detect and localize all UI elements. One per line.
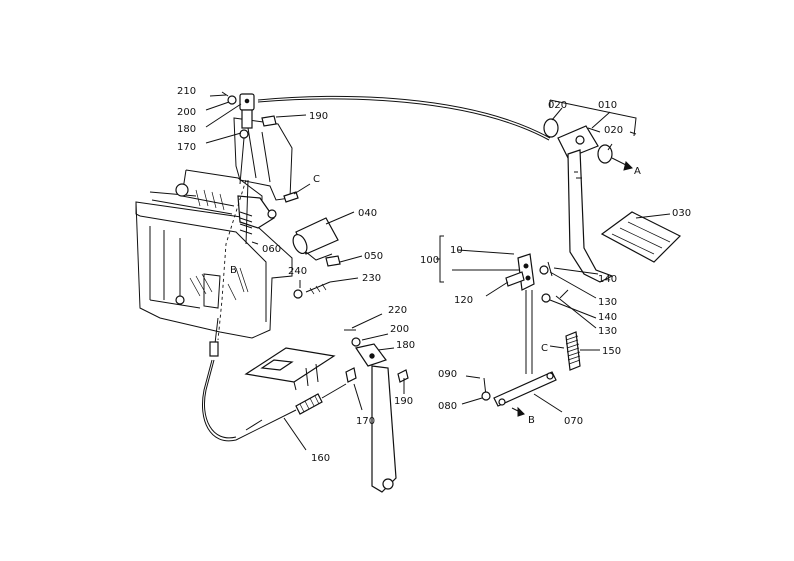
label-230: 230 <box>362 273 381 284</box>
label-200-upper: 200 <box>177 107 196 118</box>
label-190-upper: 190 <box>309 111 328 122</box>
label-140-lower: 140 <box>598 312 617 323</box>
label-140-upper: 140 <box>598 274 617 285</box>
label-100: 100 <box>420 255 439 266</box>
label-220: 220 <box>388 305 407 316</box>
label-070: 070 <box>564 416 583 427</box>
label-130-lower: 130 <box>598 326 617 337</box>
return-spring-150 <box>549 331 600 371</box>
label-c-right: C <box>541 343 548 354</box>
label-210: 210 <box>177 86 196 97</box>
pedal-assembly <box>543 99 682 283</box>
bolt-230 <box>293 277 359 299</box>
label-010: 010 <box>598 100 617 111</box>
label-190-lower: 190 <box>394 396 413 407</box>
label-080: 080 <box>438 401 457 412</box>
label-180-upper: 180 <box>177 124 196 135</box>
part-labels: 210 200 180 170 190 C 060 B 040 050 240 … <box>177 86 691 464</box>
label-10: 10 <box>450 245 463 256</box>
label-200-lower: 200 <box>390 324 409 335</box>
lever-arm <box>344 313 409 493</box>
link-rod-070 <box>461 371 563 417</box>
cylinder-040 <box>292 211 355 261</box>
label-180-lower: 180 <box>396 340 415 351</box>
label-b-left: B <box>230 265 237 276</box>
control-cable-160 <box>202 317 347 451</box>
label-030: 030 <box>672 208 691 219</box>
upper-clevis-link <box>205 91 307 185</box>
label-090: 090 <box>438 369 457 380</box>
label-060: 060 <box>262 244 281 255</box>
frame-housing <box>135 117 293 339</box>
label-160: 160 <box>311 453 330 464</box>
spring-060 <box>239 179 259 245</box>
bolt-c-upper <box>283 183 311 203</box>
label-020-lower: 020 <box>604 125 623 136</box>
label-c-upper: C <box>313 174 320 185</box>
cable-upper <box>257 95 551 141</box>
label-170-upper: 170 <box>177 142 196 153</box>
label-040: 040 <box>358 208 377 219</box>
bolt-050 <box>325 255 363 267</box>
label-b-right: B <box>528 415 535 426</box>
label-150: 150 <box>602 346 621 357</box>
label-050: 050 <box>364 251 383 262</box>
label-020-upper: 020 <box>548 100 567 111</box>
clip-bracket <box>436 235 599 374</box>
label-120: 120 <box>454 295 473 306</box>
bracket-plate <box>244 347 336 391</box>
label-a: A <box>634 166 641 177</box>
label-130-upper: 130 <box>598 297 617 308</box>
label-170-lower: 170 <box>356 416 375 427</box>
label-240: 240 <box>288 266 307 277</box>
